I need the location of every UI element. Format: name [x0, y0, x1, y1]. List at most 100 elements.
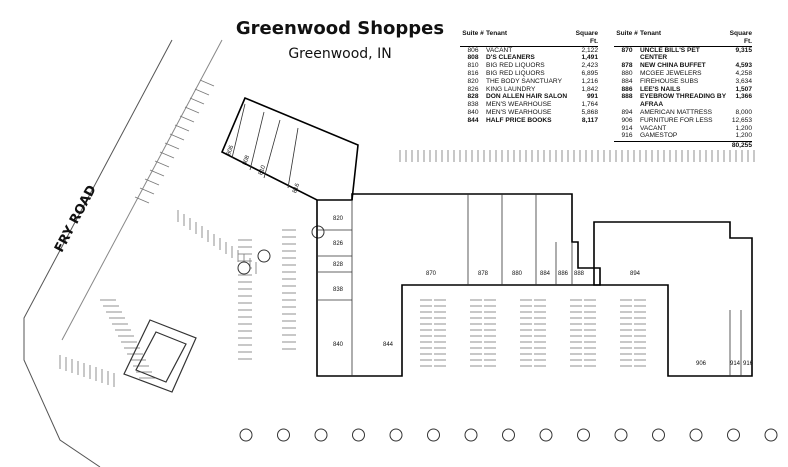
- tenant-name: VACANT: [640, 124, 667, 132]
- square-feet: 1,366: [735, 93, 752, 101]
- center-location: Greenwood, IN: [288, 46, 392, 62]
- square-feet: 2,423: [581, 62, 598, 70]
- square-feet: 4,258: [735, 69, 752, 77]
- suite-878-label: 878: [478, 271, 489, 277]
- square-feet: 4,593: [735, 62, 752, 70]
- tree-icon: [237, 261, 251, 275]
- parking-stall-line: [139, 187, 155, 195]
- square-feet: 6,895: [581, 69, 598, 77]
- square-feet: 8,117: [581, 116, 598, 124]
- tenant-name: GAMESTOP: [640, 132, 678, 140]
- suite-number: 884: [621, 77, 633, 85]
- legend-row: 816 BIG RED LIQUORS 6,895: [460, 70, 598, 78]
- sqft-header: Square Ft.: [729, 30, 752, 45]
- tree-icon: [764, 428, 778, 442]
- tree-icon: [311, 225, 325, 239]
- tree-icon: [277, 428, 290, 442]
- suite-number: 870: [621, 46, 633, 54]
- tenant-name: NEW CHINA BUFFET: [640, 62, 706, 70]
- tenant-name: DON ALLEN HAIR SALON: [486, 93, 568, 101]
- suite-number: 888: [621, 93, 633, 101]
- suite-header: Suite #: [616, 30, 638, 37]
- trees: [237, 225, 778, 442]
- total-sqft: 80,255: [731, 142, 752, 150]
- suite-838-label: 838: [333, 287, 344, 293]
- parking-stall-line: [189, 97, 205, 105]
- tree-icon: [502, 428, 515, 442]
- suite-870-label: 870: [426, 271, 437, 277]
- square-feet: 991: [586, 93, 598, 101]
- suite-number: 816: [467, 69, 479, 77]
- tenant-name: THE BODY SANCTUARY: [486, 77, 562, 85]
- tenant-name: BIG RED LIQUORS: [486, 69, 545, 77]
- suite-number: 806: [467, 46, 479, 54]
- suite-808-label: 808: [242, 154, 251, 166]
- square-feet: 5,868: [581, 108, 598, 116]
- suite-844-label: 844: [383, 342, 394, 348]
- square-feet: 1,200: [735, 124, 752, 132]
- outparcel-building: [123, 319, 197, 393]
- square-feet: 1,842: [581, 85, 598, 93]
- suite-number: 880: [621, 69, 633, 77]
- suite-806-label: 806: [226, 144, 235, 156]
- tree-icon: [314, 428, 328, 442]
- building-outlines: [220, 96, 753, 377]
- tree-icon: [389, 428, 403, 442]
- suite-number: 916: [621, 132, 633, 140]
- suite-number: 810: [467, 62, 479, 70]
- tenant-name: VACANT: [486, 46, 513, 54]
- tree-icon: [577, 428, 590, 442]
- square-feet: 1,216: [581, 77, 598, 85]
- tree-icon: [689, 428, 703, 442]
- parking-stall-line: [164, 142, 180, 150]
- tenant-header: Tenant: [486, 30, 508, 37]
- suite-number: 820: [467, 77, 479, 85]
- square-feet: 9,315: [735, 46, 752, 54]
- parking-stall-line: [144, 178, 160, 186]
- suite-number: 808: [467, 54, 479, 62]
- parking-stall-line: [159, 151, 175, 159]
- legend-row: 878 NEW CHINA BUFFET 4,593: [614, 62, 752, 70]
- suite-840-label: 840: [333, 342, 344, 348]
- parking-stall-line: [169, 133, 185, 141]
- parking-stall-line: [149, 169, 165, 177]
- square-feet: 3,634: [735, 77, 752, 85]
- square-feet: 1,491: [581, 54, 598, 62]
- suite-number: 878: [621, 62, 633, 70]
- suite-number: 906: [621, 116, 633, 124]
- suite-916-label: 916: [743, 361, 754, 367]
- fry-road: [23, 39, 223, 467]
- tenant-name: KING LAUNDRY: [486, 85, 536, 93]
- legend-row: 810 BIG RED LIQUORS 2,423: [460, 62, 598, 70]
- square-feet: 1,507: [735, 85, 752, 93]
- tenant-name: MEN'S WEARHOUSE: [486, 108, 552, 116]
- suite-816-label: 816: [292, 182, 301, 194]
- tree-icon: [352, 428, 365, 442]
- square-feet: 1,764: [581, 101, 598, 109]
- suite-number: 886: [621, 85, 633, 93]
- suite-914-label: 914: [730, 361, 741, 367]
- suite-880-label: 880: [512, 271, 523, 277]
- tenant-name: MCGEE JEWELERS: [640, 69, 702, 77]
- parking-stall-line: [199, 79, 215, 87]
- tree-icon: [464, 428, 478, 442]
- suite-828-label: 828: [333, 262, 344, 268]
- tenant-name: BIG RED LIQUORS: [486, 62, 545, 70]
- suite-number: 838: [467, 101, 479, 109]
- legend-total-row: 80,255: [614, 141, 752, 150]
- tenant-name: UNCLE BILL'S PET CENTER: [640, 46, 700, 62]
- suite-906-label: 906: [696, 361, 707, 367]
- sqft-header: Square Ft.: [575, 30, 598, 45]
- suite-810-label: 810: [258, 164, 267, 176]
- suite-888-label: 888: [574, 271, 585, 277]
